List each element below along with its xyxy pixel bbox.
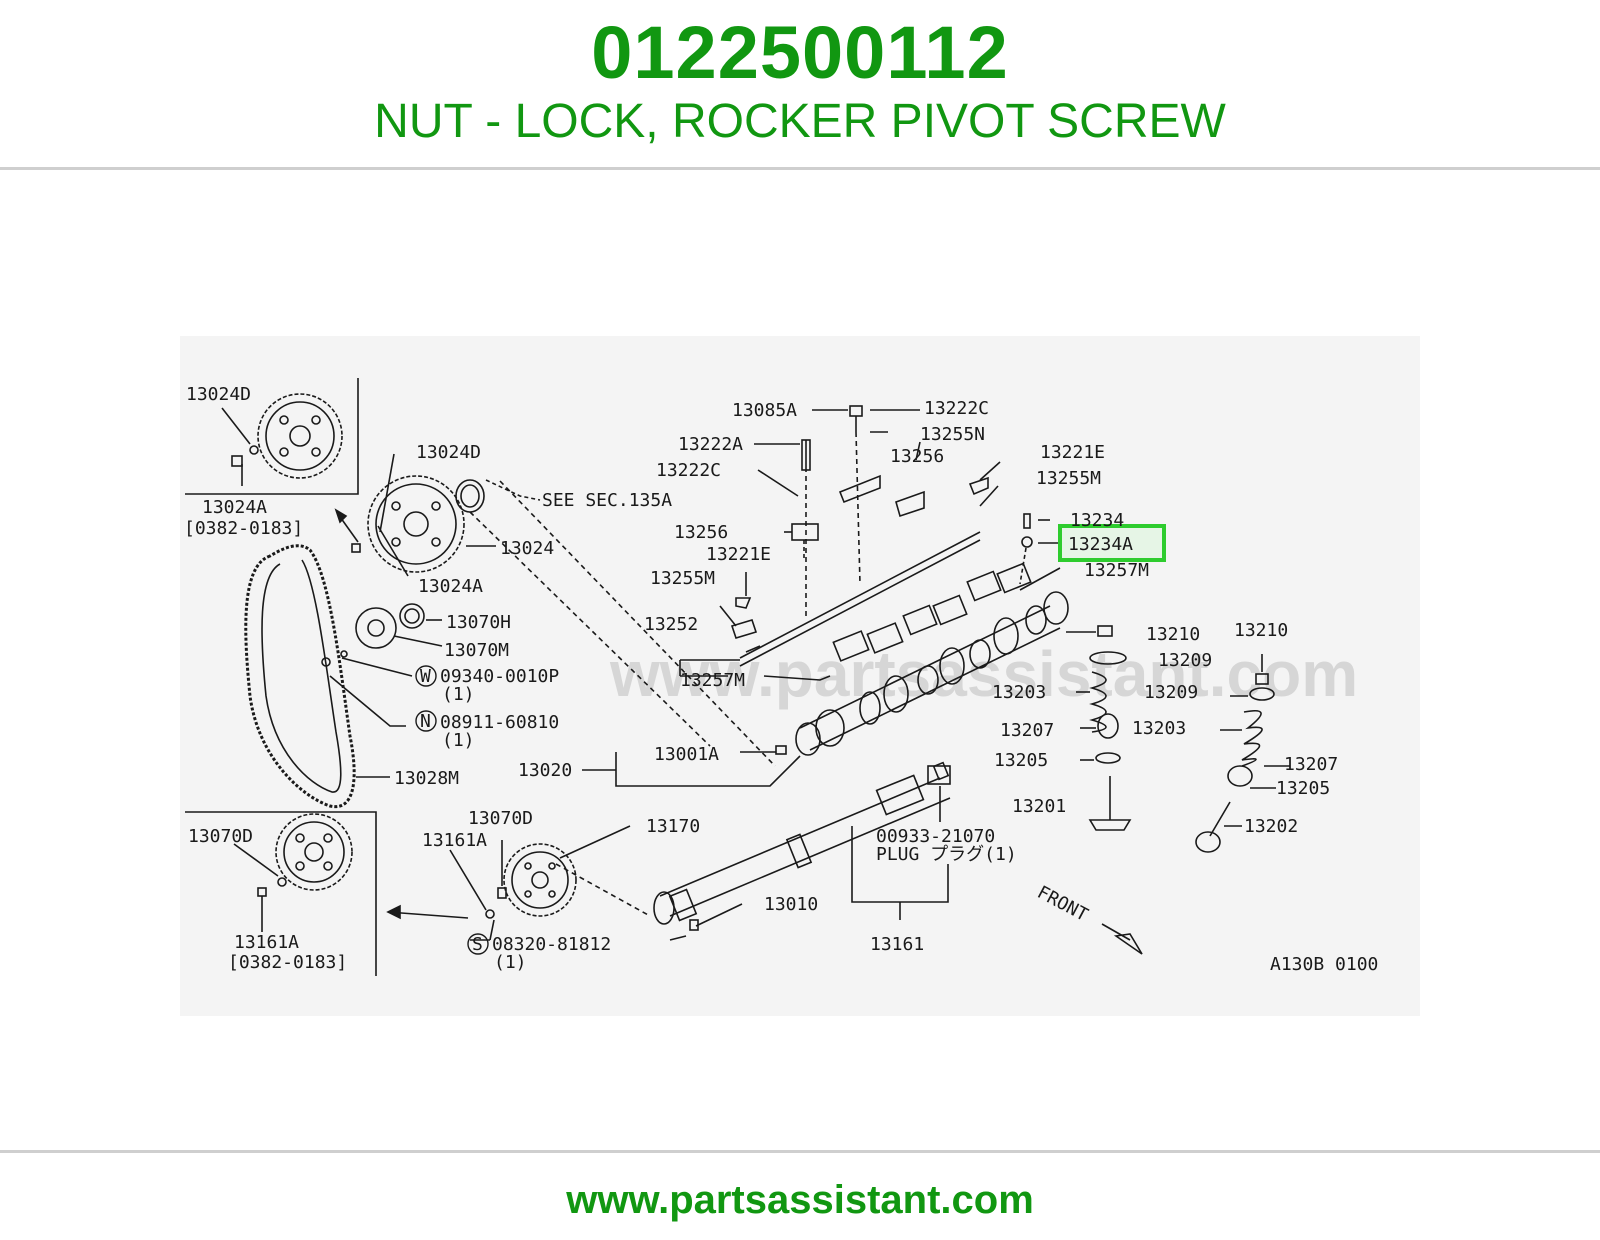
callout-label: 13222C [656, 460, 721, 481]
callout-label: 13201 [1012, 796, 1066, 817]
callout-label: 13207 [1000, 720, 1054, 741]
callout-label: 13020 [518, 760, 572, 781]
callout-label: 13209 [1144, 682, 1198, 703]
w-marker: W [420, 666, 431, 687]
callout-label: [0382-0183] [184, 518, 303, 539]
bottom-divider [0, 1150, 1600, 1153]
front-arrow [1101, 923, 1143, 955]
s-marker: S [472, 934, 483, 955]
callout-label: 13024A [202, 497, 267, 518]
front-label: FRONT [1034, 882, 1092, 926]
callout-label: 13028M [394, 768, 459, 789]
w-circle-icon [415, 665, 437, 687]
callout-label: 13255M [650, 568, 715, 589]
callout-label: 13161A [422, 830, 487, 851]
part-description: NUT - LOCK, ROCKER PIVOT SCREW [374, 95, 1226, 148]
inset-frame-top [185, 378, 359, 495]
callout-label: 13203 [992, 682, 1046, 703]
callout-label: 13070M [444, 640, 509, 661]
callout-label: 13205 [994, 750, 1048, 771]
sprocket-13070d-inset [275, 813, 353, 891]
figure-code: A130B 0100 [1270, 954, 1378, 975]
callout-label: 13222A [678, 434, 743, 455]
callout-label: 13257M [680, 670, 745, 691]
exploded-view-svg: www.partsassistant.com [184, 378, 1378, 976]
valve-assembly-left [1088, 625, 1132, 831]
callout-label: 13202 [1244, 816, 1298, 837]
valve-assembly-right [1195, 673, 1275, 853]
callout-label: 13257M [1084, 560, 1149, 581]
callout-label: 13221E [1040, 442, 1105, 463]
sprocket-13170 [503, 843, 577, 917]
highlight-box [1058, 524, 1166, 562]
jackshaft-13010 [653, 765, 951, 925]
callout-label: 13255M [1036, 468, 1101, 489]
callout-label: 13252 [644, 614, 698, 635]
callout-label: PLUG プラグ(1) [876, 844, 1017, 865]
callout-label: 13234 [1070, 510, 1124, 531]
callout-label: 13255N [920, 424, 985, 445]
callout-label: (1) [442, 684, 475, 705]
callout-label: 13210 [1234, 620, 1288, 641]
callout-label: 13222C [924, 398, 989, 419]
rocker-arms-13257m [832, 562, 1032, 662]
callout-label: 08911-60810 [440, 712, 559, 733]
rocker-shaft-13252 [739, 531, 981, 667]
callout-label: 13170 [646, 816, 700, 837]
parts-diagram: www.partsassistant.com [180, 336, 1420, 1016]
callout-label: 13001A [654, 744, 719, 765]
sprocket-13024d-inset [257, 393, 343, 479]
callout-label: 13210 [1146, 624, 1200, 645]
callout-label: 13070D [468, 808, 533, 829]
callout-label: 13010 [764, 894, 818, 915]
callout-label: 13221E [706, 544, 771, 565]
callout-label: (1) [442, 730, 475, 751]
n-marker: N [420, 711, 431, 732]
callout-label: 13024A [418, 576, 483, 597]
callout-label: 08320-81812 [492, 934, 611, 955]
callout-label: SEE SEC.135A [542, 490, 672, 511]
callout-label: 13161A [234, 932, 299, 953]
top-divider [0, 167, 1600, 170]
callout-label: 13024D [186, 384, 251, 405]
callout-label: 13070H [446, 612, 511, 633]
camshaft-13001a [795, 591, 1069, 756]
callout-label: 13024D [416, 442, 481, 463]
callout-label: 13085A [732, 400, 797, 421]
callout-label: 00933-21070 [876, 826, 995, 847]
watermark-text: www.partsassistant.com [609, 638, 1358, 710]
callout-label: 13161 [870, 934, 924, 955]
callout-label: 13070D [188, 826, 253, 847]
callout-label: 13209 [1158, 650, 1212, 671]
callout-label: 09340-0010P [440, 666, 559, 687]
callout-label: 13207 [1284, 754, 1338, 775]
footer-website[interactable]: www.partsassistant.com [566, 1178, 1034, 1222]
highlighted-callout-13234a: 13234A [1068, 534, 1133, 555]
callout-label: 13024 [500, 538, 554, 559]
callout-label: 13256 [890, 446, 944, 467]
inset-frame-bottom [185, 811, 377, 976]
callout-label: [0382-0183] [228, 952, 347, 973]
n-circle-icon [415, 710, 437, 732]
timing-belt-13028m [244, 544, 356, 809]
sprocket-13024 [367, 475, 465, 573]
callout-label: (1) [494, 952, 527, 973]
part-number-title: 0122500112 [591, 11, 1009, 94]
s-circle-icon [467, 933, 489, 955]
callout-label: 13203 [1132, 718, 1186, 739]
callout-label: 13256 [674, 522, 728, 543]
callout-label: 13205 [1276, 778, 1330, 799]
page-header: 0122500112 NUT - LOCK, ROCKER PIVOT SCRE… [0, 0, 1600, 168]
